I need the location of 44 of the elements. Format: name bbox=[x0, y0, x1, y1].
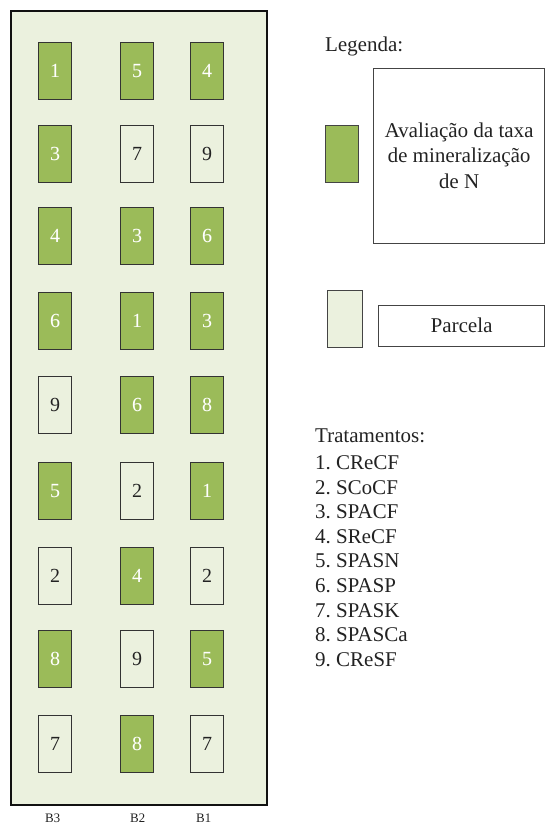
plot-box: 3 bbox=[38, 125, 72, 183]
plot-box: 9 bbox=[190, 125, 224, 183]
treatment-item: 4. SReCF bbox=[315, 524, 397, 549]
treatment-item: 8. SPASCa bbox=[315, 622, 408, 648]
plot-box: 2 bbox=[38, 547, 72, 605]
plot-box: 3 bbox=[190, 292, 224, 350]
plot-box: 8 bbox=[120, 715, 154, 773]
plot-box: 7 bbox=[120, 125, 154, 183]
plot-box: 1 bbox=[38, 42, 72, 100]
plot-box: 6 bbox=[38, 292, 72, 350]
treatment-item: 6. SPASP bbox=[315, 573, 396, 598]
plot-box: 9 bbox=[38, 376, 72, 434]
legend-label: Parcela bbox=[378, 305, 545, 347]
field-outline bbox=[10, 10, 268, 806]
block-label: B3 bbox=[45, 810, 60, 826]
treatment-item: 5. SPASN bbox=[315, 548, 400, 574]
plot-box: 9 bbox=[120, 630, 154, 688]
legend-heading: Legenda: bbox=[325, 32, 404, 57]
plot-box: 4 bbox=[190, 42, 224, 100]
plot-box: 5 bbox=[120, 42, 154, 100]
plot-box: 5 bbox=[38, 462, 72, 520]
treatment-item: 2. SCoCF bbox=[315, 474, 398, 500]
plot-box: 7 bbox=[190, 715, 224, 773]
plot-box: 2 bbox=[190, 547, 224, 605]
list-heading: Tratamentos: bbox=[315, 423, 426, 448]
plot-box: 5 bbox=[190, 630, 224, 688]
treatment-item: 9. CReSF bbox=[315, 646, 397, 672]
plot-box: 2 bbox=[120, 462, 154, 520]
plot-box: 6 bbox=[190, 207, 224, 265]
plot-box: 4 bbox=[120, 547, 154, 605]
plot-box: 1 bbox=[120, 292, 154, 350]
block-label: B2 bbox=[130, 810, 146, 826]
legend-label: Avaliação da taxa de mineralização de N bbox=[373, 68, 545, 244]
block-label: B1 bbox=[196, 810, 212, 826]
plot-box: 1 bbox=[190, 462, 224, 520]
plot-box: 7 bbox=[38, 715, 72, 773]
plot-box: 6 bbox=[120, 376, 154, 434]
plot-box: 4 bbox=[38, 207, 72, 265]
plot-box: 8 bbox=[190, 376, 224, 434]
treatment-item: 7. SPASK bbox=[315, 598, 400, 623]
plot-box: 3 bbox=[120, 207, 154, 265]
treatment-item: 3. SPACF bbox=[315, 499, 398, 524]
treatment-item: 1. CReCF bbox=[315, 450, 400, 475]
plot-box: 8 bbox=[38, 630, 72, 688]
